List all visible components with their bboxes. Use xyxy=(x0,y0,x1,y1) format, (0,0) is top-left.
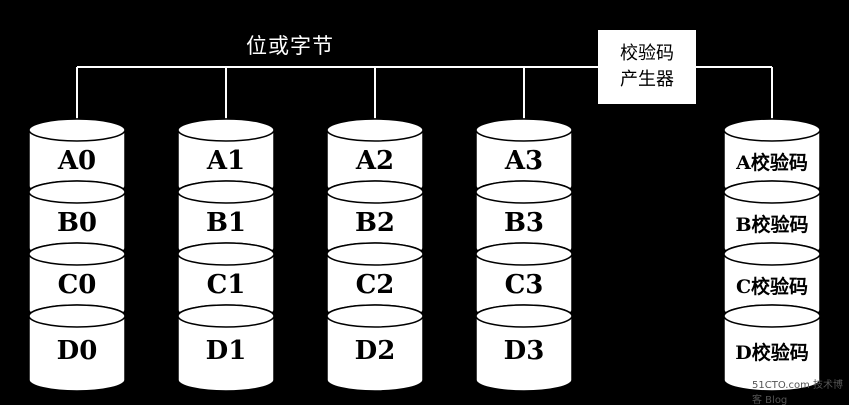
disk-4-cap-2 xyxy=(723,242,821,266)
disk-0-cap-2 xyxy=(28,242,126,266)
disk-0-cap-1 xyxy=(28,180,126,204)
watermark: 51CTO.com 技术博客 Blog xyxy=(752,380,843,405)
disk-3-segment-b: B3 xyxy=(503,208,545,238)
disk-2-segment-c: C2 xyxy=(355,270,395,300)
disk-2-segment-b: B2 xyxy=(354,208,396,238)
disk-1-segment-c: C1 xyxy=(206,270,246,300)
disk-0-segment-a: A0 xyxy=(57,146,97,176)
disk-2-cap-0 xyxy=(326,118,424,142)
disk-0-segment-d: D0 xyxy=(56,336,98,366)
disk-2-cap-1 xyxy=(326,180,424,204)
disk-0-cap-3 xyxy=(28,304,126,328)
disk-4-cap-3 xyxy=(723,304,821,328)
disk-1-segment-d: D1 xyxy=(205,336,247,366)
bus-label: 位或字节 xyxy=(246,34,334,58)
disk-0-segment-c: C0 xyxy=(57,270,97,300)
generator-line2: 产生器 xyxy=(620,69,674,90)
disk-1-cap-2 xyxy=(177,242,275,266)
disk-2-segment-a: A2 xyxy=(355,146,395,176)
parity-generator-box: 校验码 产生器 xyxy=(598,30,696,104)
disk-3-segment-d: D3 xyxy=(503,336,545,366)
disk-4-cap-1 xyxy=(723,180,821,204)
disk-3-cap-3 xyxy=(475,304,573,328)
disk-3-cap-2 xyxy=(475,242,573,266)
disk-1-cap-1 xyxy=(177,180,275,204)
disk-3-segment-c: C3 xyxy=(504,270,544,300)
disk-1-segment-a: A1 xyxy=(206,146,246,176)
disk-0-cap-0 xyxy=(28,118,126,142)
generator-line1: 校验码 xyxy=(620,43,674,64)
parity-segment-a: A校验码 xyxy=(736,151,808,174)
disk-4-cap-0 xyxy=(723,118,821,142)
parity-segment-c: C校验码 xyxy=(735,275,809,298)
disk-1-cap-3 xyxy=(177,304,275,328)
disk-2-segment-d: D2 xyxy=(354,336,396,366)
disk-3-segment-a: A3 xyxy=(504,146,544,176)
disk-2-cap-2 xyxy=(326,242,424,266)
disk-2-cap-3 xyxy=(326,304,424,328)
disk-3-cap-1 xyxy=(475,180,573,204)
disk-1-segment-b: B1 xyxy=(205,208,247,238)
disk-0-segment-b: B0 xyxy=(56,208,98,238)
parity-segment-b: B校验码 xyxy=(735,213,809,236)
disk-3-cap-0 xyxy=(475,118,573,142)
parity-segment-d: D校验码 xyxy=(735,341,809,364)
disk-1-cap-0 xyxy=(177,118,275,142)
